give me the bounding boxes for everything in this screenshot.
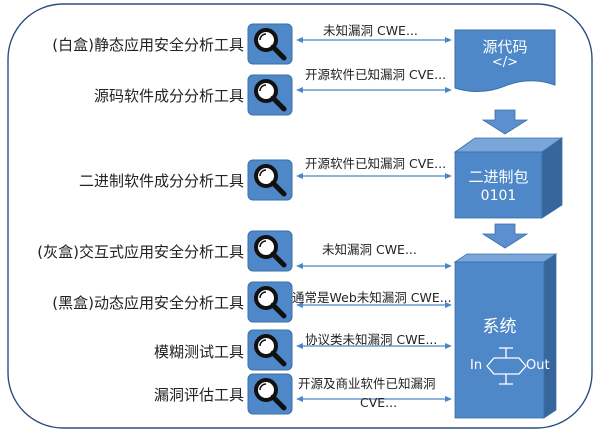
tool-label-sast: (白盒)静态应用安全分析工具: [52, 36, 244, 54]
tool-label-fuzzing: 模糊测试工具: [153, 343, 244, 361]
down-arrow-1: [481, 109, 529, 135]
binary-package-title: 二进制包: [468, 168, 529, 186]
arrow-text-vuln-assessment-2: CVE...: [360, 395, 398, 410]
magnifier-icon: [247, 74, 293, 116]
system-out-label: Out: [526, 358, 550, 373]
tool-label-binary-sca: 二进制软件成分分析工具: [78, 172, 244, 190]
arrow-text-sast: 未知漏洞 CWE...: [323, 23, 418, 38]
source-code-glyph: </>: [491, 55, 519, 70]
binary-package-box: [453, 137, 564, 219]
source-code-box: [454, 29, 556, 92]
system-title: 系统: [482, 317, 517, 337]
tool-label-dast: (黑盒)动态应用安全分析工具: [52, 294, 244, 312]
tool-label-source-sca: 源码软件成分分析工具: [93, 87, 244, 105]
magnifier-icon: [247, 281, 293, 323]
arrow-text-binary-sca: 开源软件已知漏洞 CVE...: [305, 156, 447, 171]
arrow-text-iast: 未知漏洞 CWE...: [322, 242, 417, 257]
down-arrow-2: [481, 223, 529, 249]
system-box: [453, 253, 558, 419]
arrow-text-dast: 通常是Web未知漏洞 CWE...: [292, 290, 452, 305]
connector-arrows: [296, 37, 452, 402]
binary-package-bits: 0101: [480, 188, 517, 204]
magnifier-icon: [247, 329, 293, 371]
double-arrow: [296, 87, 452, 93]
tool-label-vuln-assessment: 漏洞评估工具: [153, 386, 244, 404]
tool-label-iast: (灰盒)交互式应用安全分析工具: [37, 243, 244, 261]
double-arrow: [296, 343, 452, 349]
io-connector-shape: [486, 357, 527, 375]
tool-icons: [247, 23, 293, 415]
magnifier-icon: [247, 23, 293, 65]
double-arrow: [296, 173, 452, 179]
source-code-title: 源代码: [482, 38, 528, 56]
magnifier-icon: [247, 159, 293, 201]
double-arrow: [296, 396, 452, 402]
magnifier-icon: [247, 230, 293, 272]
arrow-text-source-sca: 开源软件已知漏洞 CVE...: [305, 67, 447, 82]
arrow-text-vuln-assessment-1: 开源及商业软件已知漏洞: [298, 376, 436, 391]
arrow-text-fuzzing: 协议类未知漏洞 CWE...: [305, 332, 438, 347]
double-arrow: [296, 263, 452, 269]
double-arrow: [296, 37, 452, 43]
system-in-label: In: [470, 358, 483, 373]
magnifier-icon: [247, 373, 293, 415]
double-arrow: [296, 302, 452, 308]
outer-frame: [7, 3, 593, 429]
